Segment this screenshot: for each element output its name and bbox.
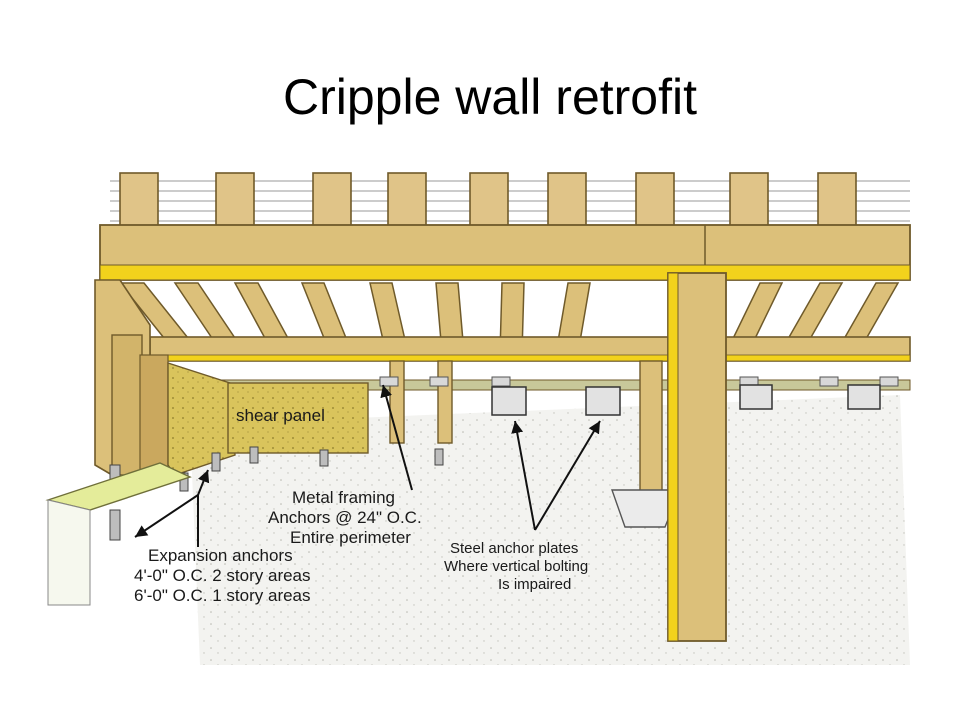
- girder-beam: [149, 336, 911, 362]
- rim-beam: [99, 224, 911, 281]
- callout-expansion-anchors: Expansion anchors 4'-0" O.C. 2 story are…: [134, 469, 311, 605]
- pier-block: [611, 489, 682, 528]
- steel-anchor-plates-line-3: Is impaired: [498, 576, 571, 593]
- steel-anchor-plates: [491, 384, 881, 416]
- expansion-anchor-bolts: [109, 446, 444, 541]
- callout-steel-anchor-plates: Steel anchor plates Where vertical bolti…: [444, 420, 601, 593]
- soil-ground: [190, 395, 910, 665]
- shear-panel-label: shear panel: [236, 406, 325, 425]
- metal-framing-anchors: [379, 376, 899, 387]
- slide-title: Cripple wall retrofit: [282, 69, 697, 125]
- expansion-anchors-line-1: Expansion anchors: [148, 546, 293, 565]
- steel-anchor-plates-line-1: Steel anchor plates: [450, 540, 578, 557]
- joist-ends: [119, 172, 857, 232]
- expansion-anchors-line-2: 4'-0" O.C. 2 story areas: [134, 566, 311, 585]
- floor-joists: [118, 282, 900, 354]
- metal-framing-line-3: Entire perimeter: [290, 528, 411, 547]
- concrete-foundation: [45, 462, 192, 606]
- cripple-wall-diagram: shear panel: [45, 172, 911, 665]
- callout-metal-framing: Metal framing Anchors @ 24" O.C. Entire …: [268, 384, 422, 547]
- metal-framing-line-2: Anchors @ 24" O.C.: [268, 508, 422, 527]
- front-post: [667, 272, 727, 642]
- steel-anchor-plates-line-2: Where vertical bolting: [444, 558, 588, 575]
- shear-panel: shear panel: [167, 362, 369, 476]
- corner-post: [94, 279, 169, 476]
- metal-framing-line-1: Metal framing: [292, 488, 395, 507]
- expansion-anchors-line-3: 6'-0" O.C. 1 story areas: [134, 586, 311, 605]
